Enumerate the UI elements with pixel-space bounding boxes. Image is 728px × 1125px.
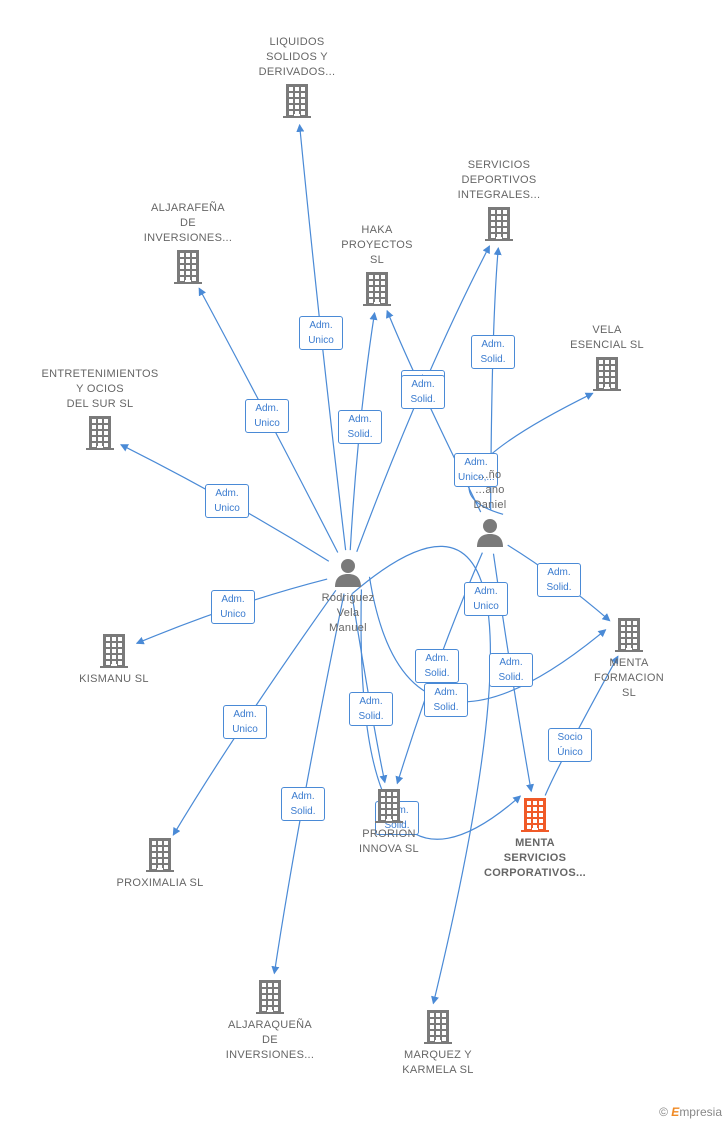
- company-node-aljarafena[interactable]: ALJARAFEÑA DE INVERSIONES...: [108, 201, 268, 284]
- edge-role-badge[interactable]: Adm. Unico: [211, 590, 255, 624]
- company-node-haka[interactable]: HAKA PROYECTOS SL: [297, 223, 457, 306]
- building-icon: [358, 1010, 518, 1044]
- edge-role-badge[interactable]: Adm. Unico: [464, 582, 508, 616]
- building-icon: [309, 789, 469, 823]
- building-icon: [217, 84, 377, 118]
- node-label: HAKA PROYECTOS SL: [341, 224, 413, 266]
- building-icon: [20, 416, 180, 450]
- edge-role-badge[interactable]: Adm. Solid.: [489, 653, 533, 687]
- edge-role-badge[interactable]: Adm. Unico: [205, 484, 249, 518]
- copyright-symbol: ©: [659, 1105, 668, 1119]
- node-label: ENTRETENIMIENTOS Y OCIOS DEL SUR SL: [41, 368, 159, 410]
- node-label: MENTA SERVICIOS CORPORATIVOS...: [483, 837, 587, 879]
- edge-role-badge[interactable]: Adm. Unico,...: [454, 453, 498, 487]
- edge-role-badge[interactable]: Adm. Solid.: [415, 649, 459, 683]
- edge-rodriguez-aljaraquena: [271, 593, 345, 975]
- node-label: SERVICIOS DEPORTIVOS INTEGRALES...: [457, 159, 541, 201]
- node-label: KISMANU SL: [79, 673, 149, 685]
- edge-role-badge[interactable]: Adm. Unico: [299, 316, 343, 350]
- building-icon: [297, 272, 457, 306]
- company-node-entretenimientos[interactable]: ENTRETENIMIENTOS Y OCIOS DEL SUR SL: [20, 367, 180, 450]
- edge-role-badge[interactable]: Adm. Solid.: [537, 563, 581, 597]
- edge-role-badge[interactable]: Adm. Solid.: [401, 375, 445, 409]
- edge-role-badge[interactable]: Adm. Solid.: [424, 683, 468, 717]
- company-node-kismanu[interactable]: KISMANU SL: [34, 634, 194, 687]
- node-label: PROXIMALIA SL: [116, 877, 204, 889]
- building-icon: [190, 980, 350, 1014]
- edge-role-badge[interactable]: Adm. Unico: [223, 705, 267, 739]
- building-icon: [34, 634, 194, 668]
- company-node-aljaraquena[interactable]: ALJARAQUEÑA DE INVERSIONES...: [190, 980, 350, 1063]
- company-node-proximalia[interactable]: PROXIMALIA SL: [80, 838, 240, 891]
- company-node-menta_servicios[interactable]: MENTA SERVICIOS CORPORATIVOS...: [455, 798, 615, 881]
- company-node-marquez[interactable]: MARQUEZ Y KARMELA SL: [358, 1010, 518, 1078]
- node-label: Rodriguez Vela Manuel: [321, 592, 375, 634]
- node-label: VELA ESENCIAL SL: [570, 324, 644, 351]
- person-icon: [268, 557, 428, 587]
- edge-role-badge[interactable]: Adm. Unico: [245, 399, 289, 433]
- building-icon: [455, 798, 615, 832]
- company-node-servicios_deportivos[interactable]: SERVICIOS DEPORTIVOS INTEGRALES...: [419, 158, 579, 241]
- company-node-menta_formacion[interactable]: MENTA FORMACION SL: [549, 618, 709, 701]
- empresia-brand[interactable]: © Empresia: [659, 1105, 722, 1119]
- brand-initial: E: [671, 1105, 680, 1119]
- person-node-rodriguez[interactable]: Rodriguez Vela Manuel: [268, 557, 428, 636]
- edge-role-badge[interactable]: Adm. Solid.: [471, 335, 515, 369]
- person-node-montano[interactable]: ...ño ...ano Daniel: [410, 468, 570, 547]
- edge-role-badge[interactable]: Adm. Solid.: [281, 787, 325, 821]
- company-node-liquidos[interactable]: LIQUIDOS SOLIDOS Y DERIVADOS...: [217, 35, 377, 118]
- company-node-prorion[interactable]: PRORION INNOVA SL: [309, 789, 469, 857]
- company-node-vela[interactable]: VELA ESENCIAL SL: [527, 323, 687, 391]
- building-icon: [549, 618, 709, 652]
- node-label: ALJARAFEÑA DE INVERSIONES...: [143, 202, 233, 244]
- building-icon: [419, 207, 579, 241]
- building-icon: [527, 357, 687, 391]
- node-label: MENTA FORMACION SL: [594, 657, 664, 699]
- node-label: PRORION INNOVA SL: [359, 828, 419, 855]
- edge-role-badge[interactable]: Socio Único: [548, 728, 592, 762]
- node-label: LIQUIDOS SOLIDOS Y DERIVADOS...: [258, 36, 336, 78]
- node-label: ALJARAQUEÑA DE INVERSIONES...: [225, 1019, 315, 1061]
- building-icon: [80, 838, 240, 872]
- node-label: MARQUEZ Y KARMELA SL: [402, 1049, 474, 1076]
- building-icon: [108, 250, 268, 284]
- edge-role-badge[interactable]: Adm. Solid.: [338, 410, 382, 444]
- node-label: ...ño ...ano Daniel: [473, 469, 507, 511]
- brand-name: mpresia: [679, 1105, 722, 1119]
- person-icon: [410, 517, 570, 547]
- edge-role-badge[interactable]: Adm. Solid.: [349, 692, 393, 726]
